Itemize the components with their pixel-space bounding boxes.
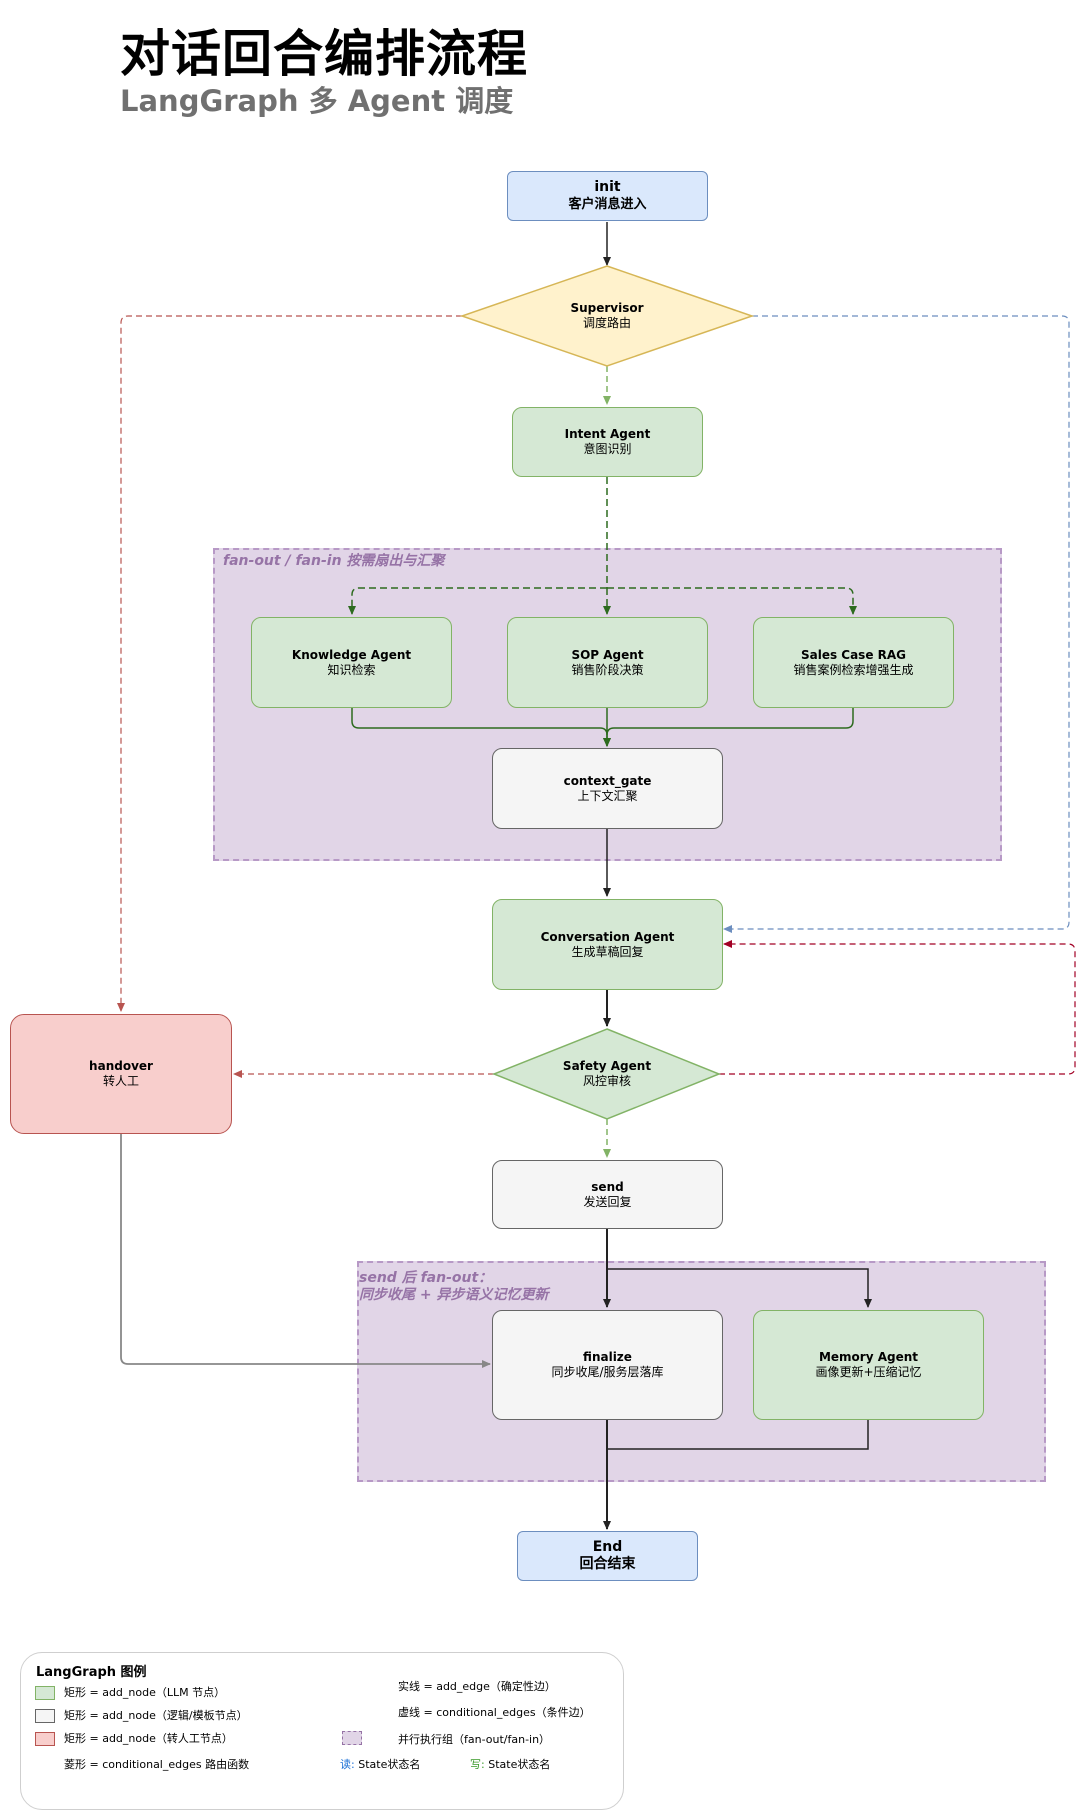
sop-sub: 销售阶段决策 [571,662,644,677]
legend-read: 读: State状态名 [340,1758,420,1772]
legend-diamond-label: 菱形 = conditional_edges 路由函数 [64,1758,250,1771]
supervisor-label: Supervisor 调度路由 [547,301,667,331]
send-node: send 发送回复 [492,1160,723,1229]
conversation-sub: 生成草稿回复 [571,944,644,959]
legend-read-prefix: 读: [340,1758,355,1771]
memory-sub: 画像更新+压缩记忆 [815,1365,922,1379]
handover-node: handover 转人工 [10,1014,232,1134]
legend-write: 写: State状态名 [470,1758,550,1772]
supervisor-title: Supervisor [570,301,644,315]
context-gate-sub: 上下文汇聚 [577,788,638,803]
sales-rag-sub: 销售案例检索增强生成 [793,662,914,677]
end-node: End 回合结束 [517,1531,698,1581]
intent-title: Intent Agent [564,427,651,441]
send-group-label-line2: 同步收尾 + 异步语义记忆更新 [359,1287,549,1303]
legend-human-swatch [35,1732,55,1746]
sales-rag-title: Sales Case RAG [800,647,907,662]
context-gate-title: context_gate [563,773,652,788]
init-node: init 客户消息进入 [507,171,708,221]
safety-label: Safety Agent 风控审核 [547,1059,667,1089]
conversation-title: Conversation Agent [540,929,675,944]
fanout-group-label: fan-out / fan-in 按需扇出与汇聚 [223,553,445,569]
safety-diamond [491,1028,722,1120]
legend-llm-label: 矩形 = add_node（LLM 节点） [64,1686,226,1699]
send-group-label-line1: send 后 fan-out： [359,1270,493,1286]
intent-node: Intent Agent 意图识别 [512,407,703,477]
legend-logic-swatch [35,1709,55,1723]
init-sub: 客户消息进入 [568,197,647,212]
edge-knowledge-contextgate [351,708,611,747]
legend-solid-label: 实线 = add_edge（确定性边） [398,1680,556,1693]
edge-intent-knowledge [348,587,607,615]
legend-human-label: 矩形 = add_node（转人工节点） [64,1732,233,1745]
legend-write-prefix: 写: [470,1758,485,1771]
sales-rag-node: Sales Case RAG 销售案例检索增强生成 [753,617,954,708]
context-gate-node: context_gate 上下文汇聚 [492,748,723,829]
sop-node: SOP Agent 销售阶段决策 [507,617,708,708]
send-title: send [591,1179,624,1194]
legend-write-text: State状态名 [488,1758,551,1771]
legend-llm-swatch [35,1686,55,1700]
legend-parallel-swatch [342,1731,362,1745]
edge-memory-end [607,1420,869,1450]
memory-node: Memory Agent 画像更新+压缩记忆 [753,1310,984,1420]
init-title: init [594,179,621,195]
supervisor-sub: 调度路由 [582,316,631,330]
safety-title: Safety Agent [562,1059,652,1073]
page-subtitle: LangGraph 多 Agent 调度 [120,84,514,118]
legend-parallel-label: 并行执行组（fan-out/fan-in） [398,1733,551,1746]
page-title: 对话回合编排流程 [120,25,528,83]
finalize-sub: 同步收尾/服务层落库 [551,1365,664,1379]
handover-sub: 转人工 [102,1074,139,1088]
knowledge-title: Knowledge Agent [291,647,412,662]
edge-handover-finalize [120,1134,491,1368]
sop-title: SOP Agent [571,647,644,662]
edge-supervisor-handover [117,315,462,1012]
legend-title: LangGraph 图例 [36,1665,147,1680]
legend-dashed-label: 虚线 = conditional_edges（条件边） [398,1706,591,1719]
handover-title: handover [89,1059,153,1073]
legend-box [20,1652,624,1810]
legend-logic-label: 矩形 = add_node（逻辑/模板节点） [64,1709,248,1722]
edge-intent-salesrag [607,587,857,615]
knowledge-node: Knowledge Agent 知识检索 [251,617,452,708]
conversation-node: Conversation Agent 生成草稿回复 [492,899,723,990]
finalize-title: finalize [583,1350,632,1364]
send-sub: 发送回复 [583,1194,632,1209]
edge-safety-conversation-retry [719,940,1076,1075]
legend-read-text: State状态名 [358,1758,421,1771]
edge-send-memory [607,1268,872,1308]
safety-sub: 风控审核 [582,1074,631,1088]
knowledge-sub: 知识检索 [327,662,376,677]
supervisor-diamond [459,265,755,367]
memory-title: Memory Agent [818,1350,919,1364]
end-sub: 回合结束 [579,1556,636,1572]
finalize-node: finalize 同步收尾/服务层落库 [492,1310,723,1420]
edge-supervisor-conversation [723,315,1070,933]
intent-sub: 意图识别 [583,442,632,456]
edge-salesrag-contextgate [606,708,854,736]
end-title: End [592,1539,623,1555]
